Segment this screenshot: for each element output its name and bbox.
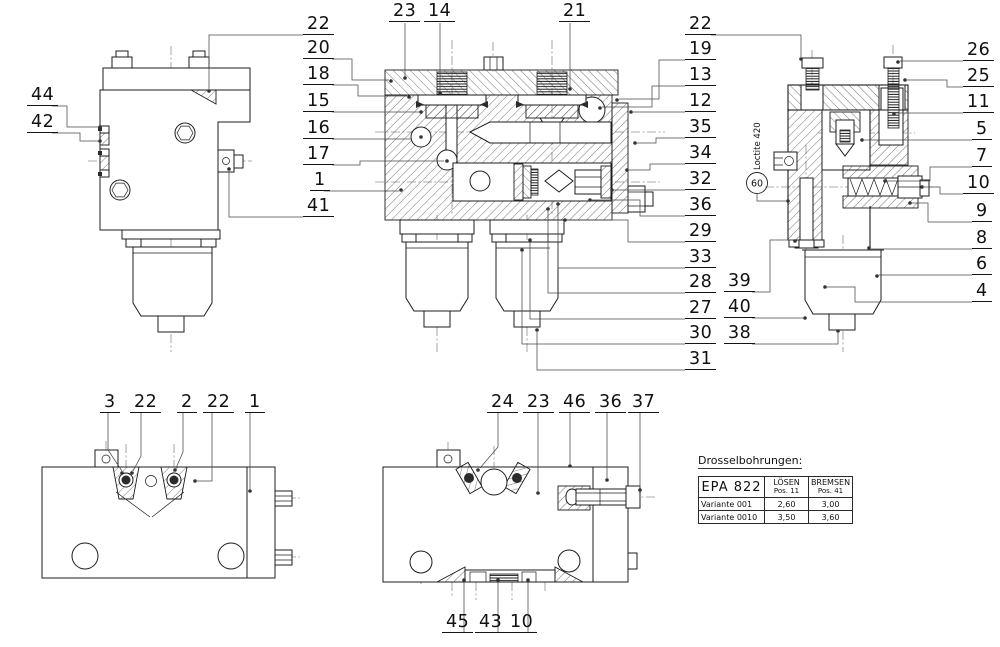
variant-name: Variante 0010 [698, 510, 765, 524]
variant-loesen-value: 3,50 [764, 510, 809, 524]
callout: 38 [724, 323, 756, 344]
callout: 8 [972, 228, 992, 249]
bottom-left-top-view [41, 449, 293, 579]
callout: 26 [963, 40, 995, 61]
callout: 42 [27, 112, 59, 133]
col-loesen-sub: Pos. 11 [773, 487, 800, 495]
col-bremsen-sub: Pos. 41 [817, 487, 844, 495]
callout: 29 [685, 221, 717, 242]
table-header-row: EPA 822 LÖSEN Pos. 11 BREMSEN Pos. 41 [698, 476, 853, 498]
callout: 22 [303, 14, 335, 35]
callout: 24 [487, 392, 519, 413]
callout: 30 [685, 323, 717, 344]
table-row: Variante 001 2,60 3,00 [698, 497, 853, 511]
col-bremsen-title: BREMSEN [810, 477, 851, 487]
callout: 40 [724, 297, 756, 318]
callout: 27 [685, 298, 717, 319]
callout: 23 [389, 1, 421, 22]
table-product: EPA 822 [698, 476, 765, 498]
callout: 32 [685, 169, 717, 190]
col-loesen-title: LÖSEN [773, 477, 800, 487]
callout: 15 [303, 91, 335, 112]
callout: 19 [685, 39, 717, 60]
variant-name: Variante 001 [698, 497, 765, 511]
callout: 6 [972, 254, 992, 275]
callout: 25 [963, 66, 995, 87]
table-row: Variante 0010 3,50 3,60 [698, 510, 853, 524]
callout: 10 [963, 173, 995, 194]
table-col-bremsen: BREMSEN Pos. 41 [808, 476, 853, 498]
callout: 7 [972, 146, 992, 167]
callout: 34 [685, 143, 717, 164]
variant-loesen-value: 2,60 [764, 497, 809, 511]
callout: 12 [685, 91, 717, 112]
callout: 2 [177, 392, 197, 413]
center-section-view [384, 56, 654, 328]
callout: 45 [442, 612, 474, 633]
callout: 37 [628, 392, 660, 413]
variant-bremsen-value: 3,60 [808, 510, 853, 524]
callout: 4 [972, 281, 992, 302]
callout: 22 [685, 14, 717, 35]
callout: 39 [724, 271, 756, 292]
callout: 23 [523, 392, 555, 413]
callout: 9 [972, 201, 992, 222]
loctite-note: 60 Loctite 420 [746, 122, 768, 194]
callout: 36 [685, 195, 717, 216]
callout: 35 [685, 117, 717, 138]
right-section-view [773, 56, 930, 331]
callout: 20 [303, 38, 335, 59]
callout: 14 [424, 1, 456, 22]
callout: 13 [685, 65, 717, 86]
callout: 41 [303, 196, 335, 217]
callout: 36 [595, 392, 627, 413]
variant-bremsen-value: 3,00 [808, 497, 853, 511]
leader-lines [52, 23, 972, 633]
callout: 31 [685, 349, 717, 370]
callout: 43 [475, 612, 507, 633]
drossel-table: EPA 822 LÖSEN Pos. 11 BREMSEN Pos. 41 Va… [698, 476, 853, 524]
callout: 28 [685, 272, 717, 293]
callout: 1 [245, 392, 265, 413]
loctite-balloon-number: 60 [751, 179, 763, 190]
callout: 18 [303, 64, 335, 85]
leader-dots [98, 57, 924, 582]
callout: 22 [203, 392, 235, 413]
loctite-label: Loctite 420 [753, 122, 763, 170]
callout: 16 [303, 118, 335, 139]
callout: 46 [559, 392, 591, 413]
callout: 10 [506, 612, 538, 633]
callout: 17 [303, 144, 335, 165]
bottom-center-top-view [382, 449, 641, 583]
table-col-loesen: LÖSEN Pos. 11 [764, 476, 809, 498]
callout: 1 [310, 170, 330, 191]
front-view [98, 50, 251, 333]
table-title: Drosselbohrungen: [698, 454, 803, 469]
callout: 5 [972, 119, 992, 140]
callout: 22 [130, 392, 162, 413]
callout: 3 [100, 392, 120, 413]
callout: 33 [685, 247, 717, 268]
callout: 11 [963, 92, 995, 113]
callout: 21 [559, 1, 591, 22]
callout: 44 [27, 85, 59, 106]
